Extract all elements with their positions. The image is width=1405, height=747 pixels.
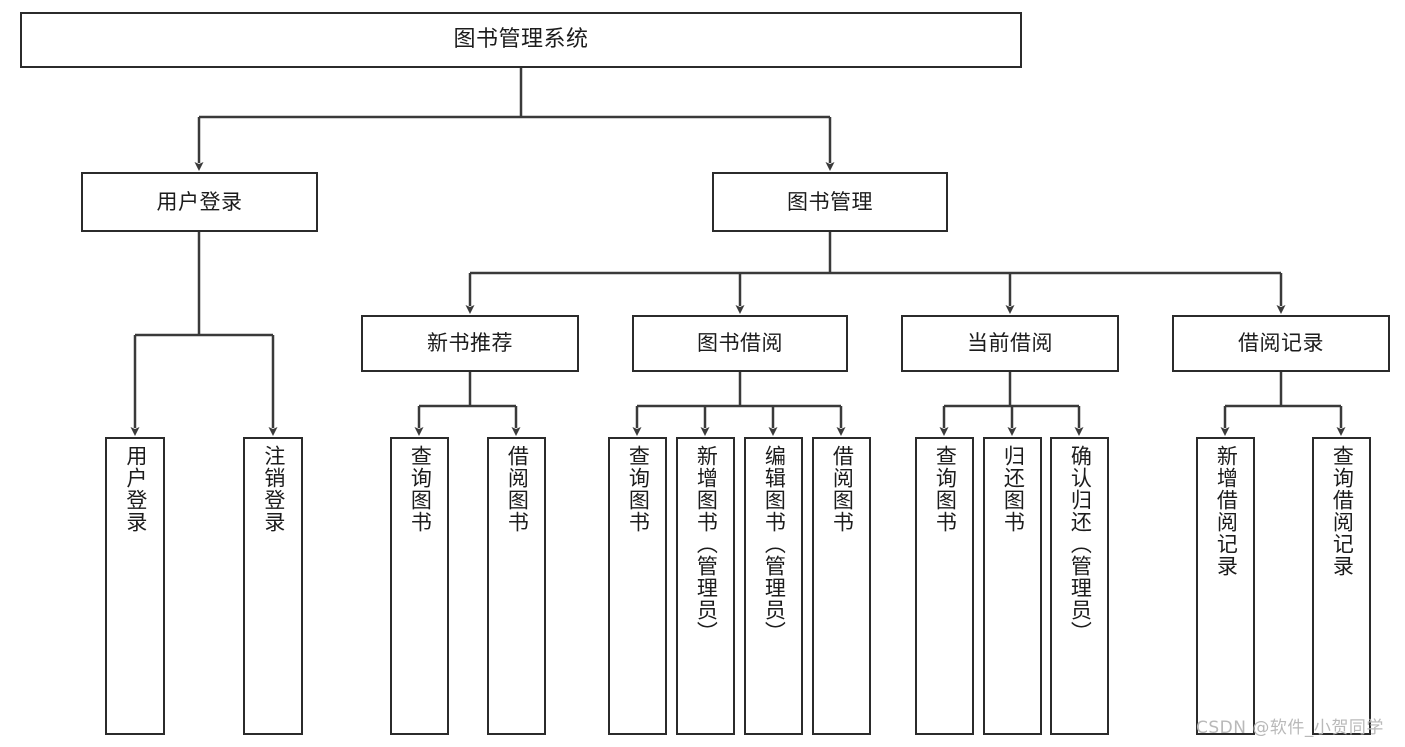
node-leaf-user-logout[interactable]: 注销登录 (243, 437, 303, 735)
node-borrow-record[interactable]: 借阅记录 (1172, 315, 1390, 372)
node-user-login[interactable]: 用户登录 (81, 172, 318, 232)
node-label-book-borrow: 图书借阅 (697, 331, 783, 356)
node-label-new-book-recommend: 新书推荐 (427, 331, 513, 356)
node-label-book-manage: 图书管理 (787, 189, 873, 214)
node-leaf-query-book-borrow[interactable]: 查询图书 (608, 437, 667, 735)
node-label-leaf-query-book-recommend: 查询图书 (408, 445, 433, 533)
node-label-leaf-return-book: 归还图书 (1001, 445, 1026, 533)
node-label-leaf-query-book-current: 查询图书 (933, 445, 958, 533)
node-leaf-borrow-book-recommend[interactable]: 借阅图书 (487, 437, 546, 735)
node-leaf-query-book-current[interactable]: 查询图书 (915, 437, 974, 735)
node-label-leaf-edit-book-admin: 编辑图书（管理员） (762, 445, 787, 643)
node-label-current-borrow: 当前借阅 (967, 331, 1053, 356)
node-label-leaf-query-book-borrow: 查询图书 (626, 445, 651, 533)
connector-layer (130, 68, 1346, 436)
node-leaf-add-book-admin[interactable]: 新增图书（管理员） (676, 437, 735, 735)
node-book-borrow[interactable]: 图书借阅 (632, 315, 848, 372)
node-leaf-query-borrow-record[interactable]: 查询借阅记录 (1312, 437, 1371, 735)
node-label-user-login: 用户登录 (156, 189, 243, 214)
node-leaf-return-book[interactable]: 归还图书 (983, 437, 1042, 735)
node-label-borrow-record: 借阅记录 (1238, 331, 1324, 356)
node-leaf-add-borrow-record[interactable]: 新增借阅记录 (1196, 437, 1255, 735)
node-leaf-query-book-recommend[interactable]: 查询图书 (390, 437, 449, 735)
node-book-manage[interactable]: 图书管理 (712, 172, 948, 232)
node-label-root: 图书管理系统 (453, 27, 589, 53)
node-label-leaf-borrow-book: 借阅图书 (830, 445, 855, 533)
node-label-leaf-user-login: 用户登录 (123, 445, 148, 533)
node-label-leaf-confirm-return-admin: 确认归还（管理员） (1068, 445, 1093, 643)
node-root[interactable]: 图书管理系统 (20, 12, 1022, 68)
node-label-leaf-borrow-book-recommend: 借阅图书 (505, 445, 530, 533)
node-label-leaf-user-logout: 注销登录 (261, 445, 286, 533)
node-leaf-edit-book-admin[interactable]: 编辑图书（管理员） (744, 437, 803, 735)
node-label-leaf-query-borrow-record: 查询借阅记录 (1330, 445, 1355, 577)
node-label-leaf-add-borrow-record: 新增借阅记录 (1214, 445, 1239, 577)
node-new-book-recommend[interactable]: 新书推荐 (361, 315, 579, 372)
node-leaf-user-login[interactable]: 用户登录 (105, 437, 165, 735)
node-label-leaf-add-book-admin: 新增图书（管理员） (694, 445, 719, 643)
node-current-borrow[interactable]: 当前借阅 (901, 315, 1119, 372)
node-leaf-confirm-return-admin[interactable]: 确认归还（管理员） (1050, 437, 1109, 735)
node-leaf-borrow-book[interactable]: 借阅图书 (812, 437, 871, 735)
